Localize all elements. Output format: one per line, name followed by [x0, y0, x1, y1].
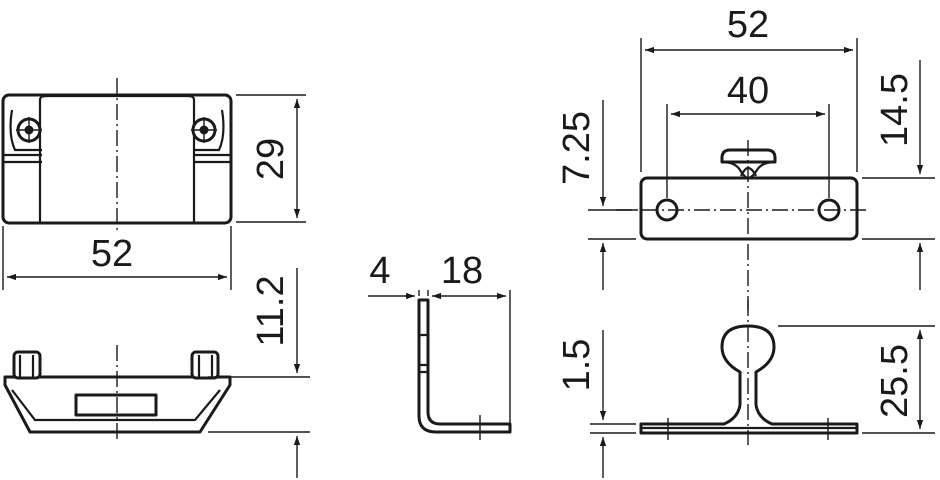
strike-front-height-label: 25.5 — [874, 344, 916, 418]
side-profile-view: 4 18 — [368, 250, 512, 440]
latch-top-view: 29 52 — [1, 78, 306, 290]
strike-hole-offset-label: 7.25 — [556, 111, 598, 185]
strike-hole-spacing-label: 40 — [727, 70, 769, 112]
latch-height-label: 29 — [250, 138, 292, 180]
strike-top-view: 52 40 7.25 14.5 — [556, 4, 935, 310]
latch-front-view: 11.2 — [3, 268, 310, 478]
side-depth-label: 18 — [441, 250, 483, 292]
latch-post-right — [190, 350, 220, 380]
side-thickness-label: 4 — [369, 250, 390, 292]
strike-knob — [639, 324, 859, 435]
screw-left-icon — [16, 117, 42, 143]
strike-height-label: 14.5 — [874, 73, 916, 147]
latch-width-label: 52 — [91, 233, 133, 275]
latch-post-left — [12, 350, 42, 380]
side-profile-shape — [417, 298, 512, 434]
latch-slot — [74, 393, 158, 417]
latch-recess — [38, 94, 196, 222]
strike-plate-thickness-label: 1.5 — [556, 339, 598, 392]
latch-front-height-label: 11.2 — [250, 275, 292, 346]
strike-front-view: 1.5 25.5 — [556, 300, 935, 478]
strike-width-label: 52 — [727, 4, 769, 46]
screw-right-icon — [191, 117, 217, 143]
